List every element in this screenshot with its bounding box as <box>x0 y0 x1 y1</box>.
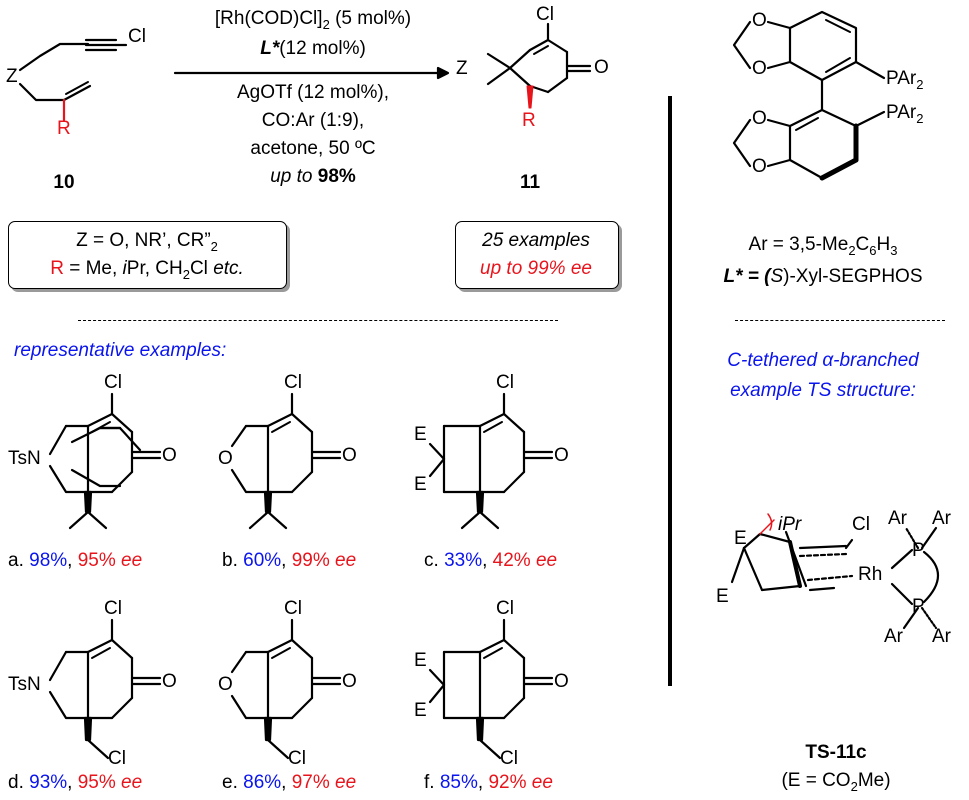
ts-label: TS-11c <box>805 742 867 763</box>
example-e-cl: Cl <box>284 598 302 619</box>
scope-box <box>8 221 287 289</box>
ts-ar-4: Ar <box>932 626 951 647</box>
example-c-o: O <box>554 445 569 466</box>
example-c-cl: Cl <box>496 372 514 393</box>
ts-note: (E = CO2Me) <box>781 770 891 794</box>
examples-box <box>455 221 619 289</box>
compound-number-10: 10 <box>53 172 75 193</box>
example-a-cl: Cl <box>104 372 122 393</box>
ts-ipr: iPr <box>778 514 802 535</box>
scope-z-line: Z = O, NR’, CR”2 <box>76 230 218 254</box>
example-e-ring-o: O <box>218 674 233 695</box>
examples-count: 25 examples <box>482 230 590 251</box>
segphos-par2-bottom: PAr2 <box>886 102 924 126</box>
ligand-text: L*(12 mol%) <box>260 38 366 59</box>
scope-r-line: R = Me, iPr, CH2Cl etc. <box>50 258 244 282</box>
ts-heading-line2: example TS structure: <box>730 380 916 401</box>
example-a-tsn: TsN <box>8 448 41 469</box>
examples-ee: up to 99% ee <box>480 258 592 279</box>
example-b-cl: Cl <box>284 372 302 393</box>
ts-rh: Rh <box>858 564 883 585</box>
representative-heading: representative examples: <box>14 340 227 361</box>
example-d-o: O <box>162 671 177 692</box>
example-e-caption: e. 86%, 97% ee <box>222 772 357 793</box>
example-e-o: O <box>342 671 357 692</box>
ligand-definition: L* = (S)-Xyl-SEGPHOS <box>723 266 923 287</box>
ts-p-bottom: P <box>912 596 925 617</box>
vertical-divider <box>668 96 672 686</box>
example-f-e2: E <box>414 700 427 721</box>
example-b-o: O <box>342 445 357 466</box>
example-b-ring-o: O <box>218 448 233 469</box>
substrate-z-label: Z <box>6 66 18 87</box>
example-e-ch2cl: Cl <box>288 748 306 769</box>
dashed-divider-right <box>735 320 945 321</box>
example-d-tsn: TsN <box>8 674 41 695</box>
example-d-ch2cl: Cl <box>108 748 126 769</box>
dashed-divider-left <box>78 320 558 321</box>
example-f-cl: Cl <box>496 598 514 619</box>
example-f-caption: f. 85%, 92% ee <box>424 772 553 793</box>
example-a-caption: a. 98%, 95% ee <box>8 550 143 571</box>
ts-p-top: P <box>912 540 925 561</box>
ts-cl: Cl <box>852 514 870 535</box>
example-f-e1: E <box>414 650 427 671</box>
compound-number-11: 11 <box>519 172 541 193</box>
catalyst-text: [Rh(COD)Cl]2 (5 mol%) <box>214 8 412 32</box>
segphos-o1: O <box>752 10 767 31</box>
example-c-e2: E <box>414 474 427 495</box>
product-cl-label: Cl <box>536 4 554 25</box>
ts-heading-line1: C-tethered α-branched <box>727 350 919 371</box>
ts-ar-3: Ar <box>884 626 903 647</box>
ts-ar-1: Ar <box>888 508 907 529</box>
ts-e-bottom: E <box>716 586 729 607</box>
segphos-o3: O <box>752 108 767 129</box>
segphos-o2: O <box>752 58 767 79</box>
example-d-cl: Cl <box>104 598 122 619</box>
example-f-o: O <box>554 671 569 692</box>
gas-text: CO:Ar (1:9), <box>261 110 365 131</box>
product-o-label: O <box>594 57 609 78</box>
example-f-ch2cl: Cl <box>500 748 518 769</box>
example-c-caption: c. 33%, 42% ee <box>424 550 558 571</box>
segphos-o4: O <box>752 156 767 177</box>
ts-ar-2: Ar <box>932 508 951 529</box>
solvent-text: acetone, 50 ºC <box>250 138 376 159</box>
yield-text: up to 98% <box>270 166 356 187</box>
substrate-cl-label: Cl <box>128 26 146 47</box>
example-a-o: O <box>162 445 177 466</box>
product-r-label: R <box>522 110 536 131</box>
product-z-label: Z <box>456 58 468 79</box>
additive-text: AgOTf (12 mol%), <box>236 82 390 103</box>
segphos-par2-top: PAr2 <box>886 68 924 92</box>
ts-e-top: E <box>734 528 747 549</box>
substrate-r-label: R <box>57 118 71 139</box>
example-c-e1: E <box>414 424 427 445</box>
ar-definition: Ar = 3,5-Me2C6H3 <box>748 234 898 258</box>
example-b-caption: b. 60%, 99% ee <box>222 550 357 571</box>
example-d-caption: d. 93%, 95% ee <box>8 772 143 793</box>
